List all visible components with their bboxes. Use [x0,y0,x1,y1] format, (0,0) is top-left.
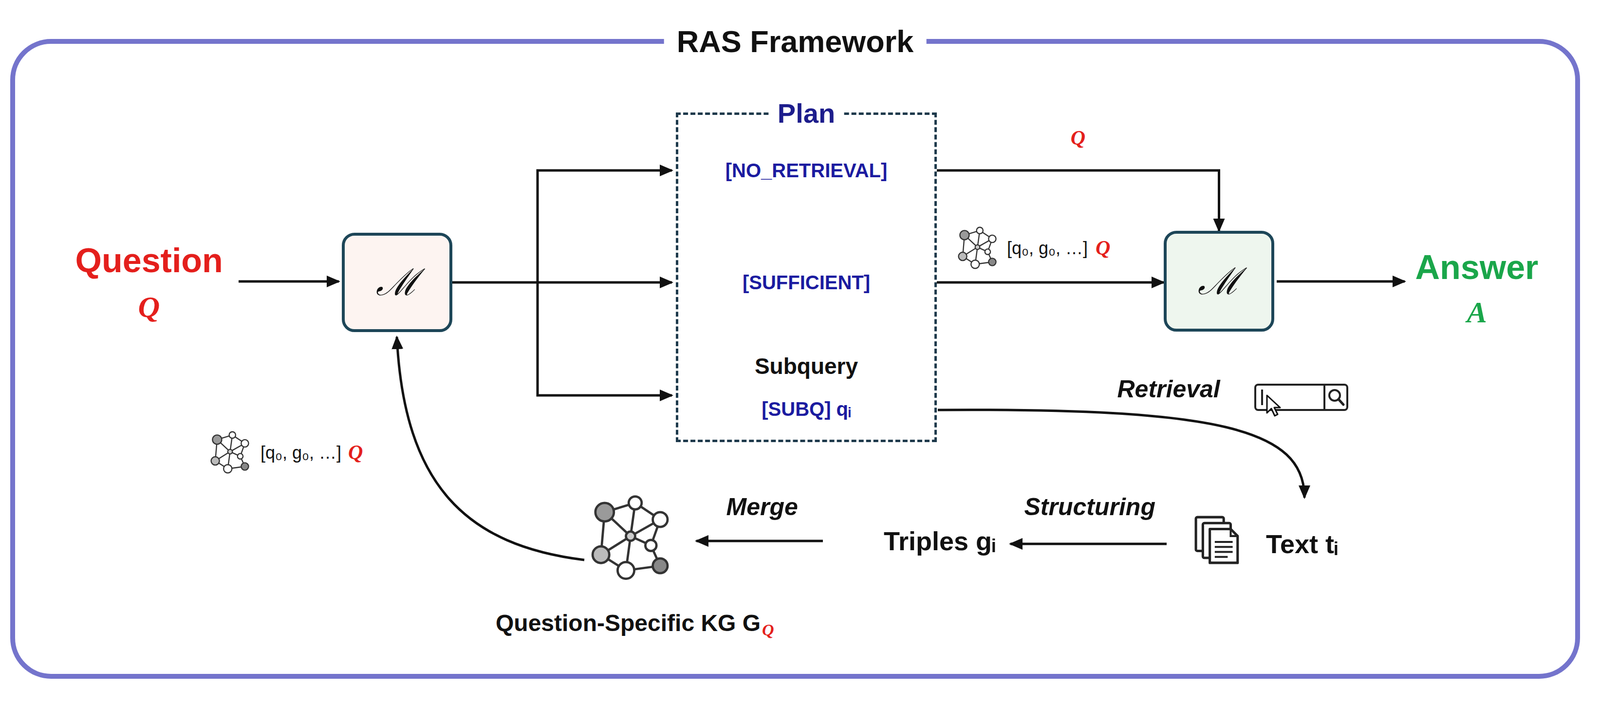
step-label: Retrieval [1117,375,1221,404]
output-label: Answer [1415,247,1539,288]
search-icon [1255,384,1348,416]
merge-arrow [696,539,823,543]
connector-line [452,281,672,284]
text-label: Text tᵢ [1265,528,1339,559]
model-symbol: ℳ [1197,260,1241,302]
plan-title: Plan [769,97,843,130]
model-box: ℳ [1163,230,1275,332]
mouse-pointer [1266,395,1281,416]
flow-connector [936,282,1164,283]
connector-label: Q [1070,126,1086,150]
text-cursor [1261,389,1264,406]
plan-box: Plan[NO_RETRIEVAL][SUFFICIENT]Subquery[S… [675,112,937,443]
question-symbol: Q [1095,236,1111,260]
framework-frame: ℳ Plan [NO_RETRIEVAL] [SUFFICIENT] Subquery [… [10,38,1581,679]
graph-icon [958,227,997,269]
knowledge-graph-icon [592,496,668,579]
kg-label: Question-Specific KG G [495,609,761,637]
graph-icon [211,431,249,474]
plan-token: [SUBQ] qᵢ [761,397,851,421]
search-divider [1323,384,1326,410]
kg-subscript: Q [762,620,775,640]
context-label: [q₀, g₀, …] [260,442,342,463]
connector-line [936,281,1164,284]
connector-line [537,170,672,283]
model-box: ℳ [341,232,453,333]
retrieval-arrow [937,409,1305,498]
output-arrow [1276,280,1405,283]
flow-connector [936,170,1220,231]
input-symbol: Q [138,289,161,325]
frame-title: RAS Framework [664,23,927,59]
magnifier-handle [1338,399,1344,405]
model-symbol: ℳ [375,261,419,303]
feedback-arrow [396,336,585,560]
document-icon [1195,517,1238,563]
question-symbol: Q [348,440,363,465]
plan-option-name: Subquery [754,353,858,380]
connector-line [936,170,1220,231]
flow-connector [452,170,672,396]
plan-token: [NO_RETRIEVAL] [725,159,888,182]
connector-line [537,282,672,396]
structuring-arrow [1010,542,1167,546]
connector-label: [q₀, g₀, …] [1006,238,1088,259]
input-label: Question [75,241,224,281]
plan-token: [SUFFICIENT] [742,271,871,294]
step-label: Structuring [1024,493,1156,522]
step-label: Merge [726,493,799,522]
output-symbol: A [1467,295,1488,330]
triples-label: Triples gᵢ [883,525,996,557]
input-arrow [238,280,339,283]
